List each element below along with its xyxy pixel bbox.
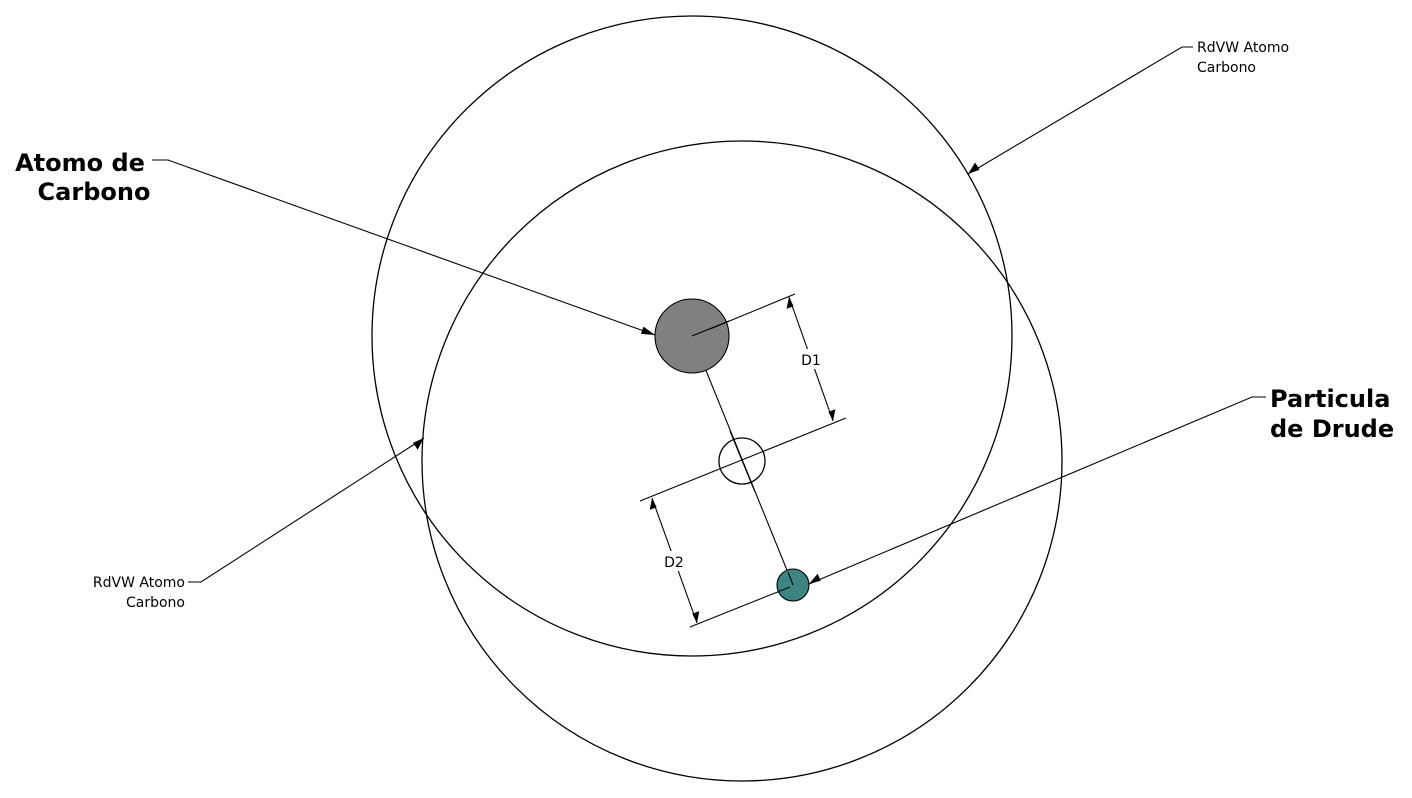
d1-extension-line-bottom bbox=[639, 417, 847, 502]
rdvw-top-label-line2: Carbono bbox=[1197, 60, 1256, 76]
rdvw-left-leader-arrowhead bbox=[413, 438, 424, 450]
drude-particle-label-line2: de Drude bbox=[1270, 415, 1394, 443]
d1-arrowhead-top bbox=[786, 297, 794, 309]
rdvw-left-leader bbox=[188, 437, 425, 583]
rdvw-top-leader-arrowhead bbox=[968, 162, 980, 174]
drude-center-marker bbox=[787, 571, 794, 586]
rdvw-top-leader bbox=[967, 46, 1193, 175]
midpoint-axis-segment bbox=[729, 430, 756, 493]
d2-arrowhead-bottom bbox=[692, 611, 700, 623]
carbon-atom-leader bbox=[152, 159, 656, 336]
d1-label-background bbox=[798, 349, 824, 369]
vdw-circle-drude-particle bbox=[421, 140, 1063, 782]
drude-particle-leader bbox=[808, 396, 1266, 585]
d1-arrowhead-bottom bbox=[828, 409, 836, 421]
d2-label: D2 bbox=[664, 555, 684, 571]
midpoint-reference-circle bbox=[718, 437, 766, 485]
carbon-atom-leader-arrowhead bbox=[640, 326, 655, 335]
drude-particle-leader-arrowhead bbox=[809, 573, 821, 584]
rdvw-left-label-line1: RdVW Atomo bbox=[93, 575, 185, 591]
d1-label: D1 bbox=[801, 353, 821, 369]
carbon-atom-label-line1: Atomo de bbox=[15, 149, 145, 177]
d2-arrowhead-top bbox=[649, 498, 657, 510]
d1-extension-line-top bbox=[709, 293, 796, 330]
vdw-circle-carbon-atom bbox=[371, 15, 1013, 657]
drude-particle-label-line1: Particula bbox=[1270, 385, 1390, 413]
rdvw-top-label-line1: RdVW Atomo bbox=[1197, 40, 1289, 56]
d2-extension-line-bottom bbox=[689, 586, 791, 628]
d2-label-background bbox=[660, 551, 688, 571]
rdvw-left-label-line2: Carbono bbox=[126, 595, 185, 611]
carbon-atom-label-line2: Carbono bbox=[38, 178, 151, 206]
